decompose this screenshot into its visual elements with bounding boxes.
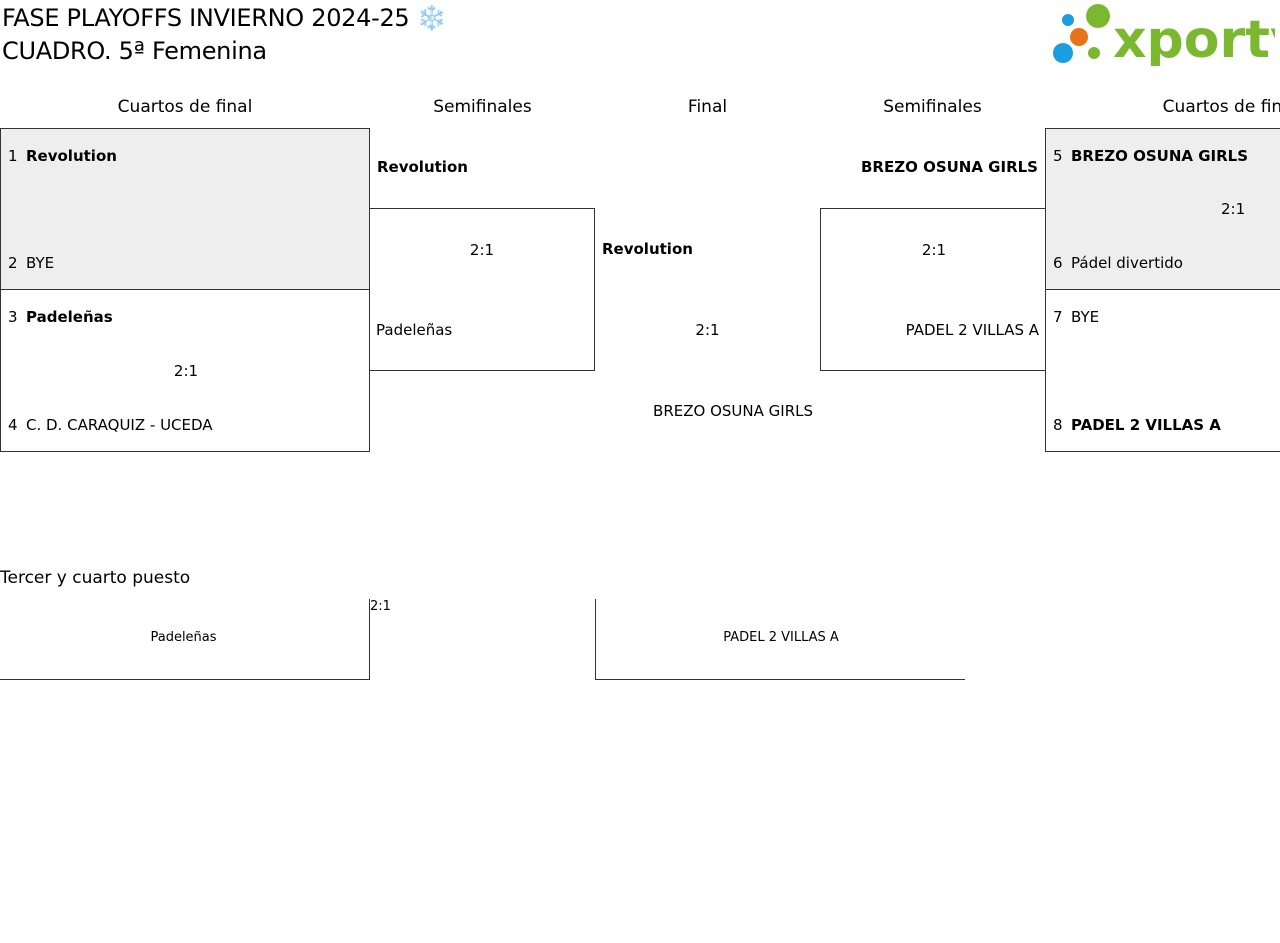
team-name: Revolution [26,147,117,165]
third-place-score: 2:1 [370,599,391,614]
team-name: C. D. CARAQUIZ - UCEDA [26,416,213,434]
seed: 5 [1053,147,1063,165]
round-header-final: Final [687,97,728,117]
qf1-team-a: 1 Revolution [8,146,117,166]
seed: 8 [1053,416,1063,434]
match-qf1[interactable]: 1 Revolution 2 BYE [0,128,370,290]
qf2-team-a: 3 Padeleñas [8,307,113,327]
team-name: BREZO OSUNA GIRLS [1071,147,1249,165]
qf4-team-b: 8 PADEL 2 VILLAS A [1053,415,1221,435]
round-header-sf-left: Semifinales [433,97,532,117]
logo-wordmark: xporty [1113,10,1275,66]
team-name: Pádel divertido [1071,254,1183,272]
seed: 2 [8,254,18,272]
third-place-title: Tercer y cuarto puesto [0,568,191,588]
team-name: BYE [26,254,55,272]
qf3-score: 2:1 [1221,200,1246,218]
match-sf1[interactable]: 2:1 Padeleñas [369,208,595,371]
seed: 4 [8,416,18,434]
seed: 6 [1053,254,1063,272]
xporty-logo[interactable]: xporty [1050,4,1280,70]
match-sf2[interactable]: 2:1 PADEL 2 VILLAS A [820,208,1046,371]
qf3-team-b: 6 Pádel divertido [1053,253,1183,273]
final-score: 2:1 [695,321,720,339]
sf2-team-b: PADEL 2 VILLAS A [905,321,1039,339]
seed: 7 [1053,308,1063,326]
final-team-a: Revolution [602,240,693,258]
round-header-qf-left: Cuartos de final [117,97,253,117]
match-qf3[interactable]: 5 BREZO OSUNA GIRLS 2:1 6 Pádel divertido [1045,128,1280,290]
seed: 1 [8,147,18,165]
qf2-team-b: 4 C. D. CARAQUIZ - UCEDA [8,415,213,435]
match-qf4[interactable]: 7 BYE 8 PADEL 2 VILLAS A [1045,289,1280,452]
page-subtitle: CUADRO. 5ª Femenina [2,37,267,65]
team-name: PADEL 2 VILLAS A [1071,416,1221,434]
qf1-team-b: 2 BYE [8,253,54,273]
third-place-team-b: PADEL 2 VILLAS A [723,630,839,645]
logo-graphic: xporty [1053,4,1280,70]
third-place-right-slot[interactable]: PADEL 2 VILLAS A [595,599,965,680]
qf3-team-a: 5 BREZO OSUNA GIRLS [1053,146,1248,166]
team-name: BYE [1071,308,1100,326]
sf1-score: 2:1 [469,241,495,259]
qf2-score: 2:1 [173,362,199,380]
third-place-team-a: Padeleñas [150,630,217,645]
sf2-score: 2:1 [921,241,947,259]
sf1-team-b: Padeleñas [376,321,453,339]
round-header-sf-right: Semifinales [883,97,982,117]
final-team-b: BREZO OSUNA GIRLS [653,402,813,420]
sf2-team-a: BREZO OSUNA GIRLS [860,158,1038,176]
match-qf2[interactable]: 3 Padeleñas 2:1 4 C. D. CARAQUIZ - UCEDA [0,289,370,452]
sf1-team-a: Revolution [377,158,468,176]
round-header-qf-right: Cuartos de final [1162,97,1280,117]
team-name: Padeleñas [26,308,113,326]
qf4-team-a: 7 BYE [1053,307,1099,327]
seed: 3 [8,308,18,326]
third-place-left-slot[interactable]: Padeleñas [0,599,370,680]
page-title: FASE PLAYOFFS INVIERNO 2024-25 ❄️ [2,4,447,32]
